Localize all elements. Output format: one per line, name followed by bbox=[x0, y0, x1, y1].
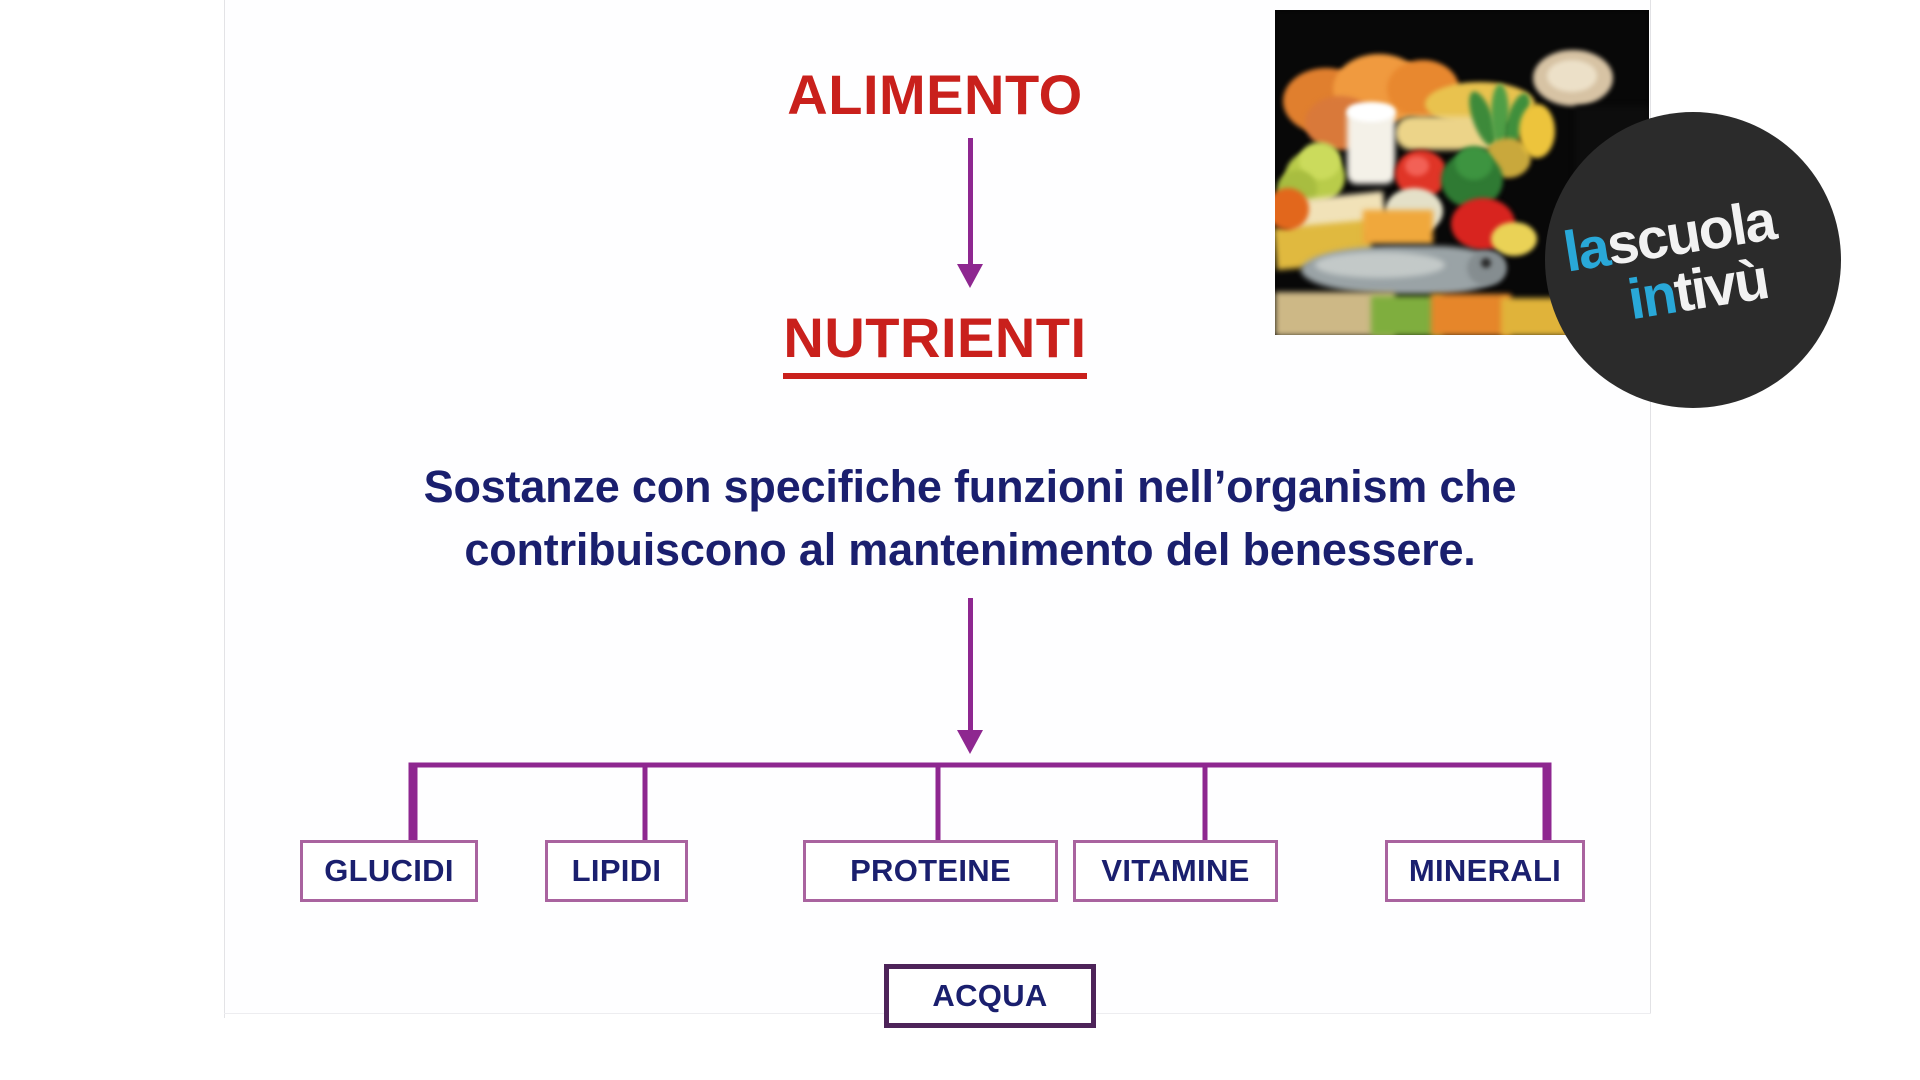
nutrient-box-vitamine: VITAMINE bbox=[1073, 840, 1278, 902]
heading-alimento: ALIMENTO bbox=[0, 62, 1920, 127]
slide-left-edge bbox=[224, 0, 225, 1018]
arrow-head bbox=[957, 264, 983, 288]
nutrient-box-label: LIPIDI bbox=[571, 853, 662, 888]
heading-nutrienti: NUTRIENTI bbox=[0, 305, 1920, 379]
nutrient-box-label: MINERALI bbox=[1408, 853, 1562, 888]
lascuola-intivu-logo: lascuola intivù bbox=[1545, 112, 1841, 408]
definition-line-2: contribuiscono al mantenimento del benes… bbox=[464, 524, 1476, 575]
nutrient-box-glucidi: GLUCIDI bbox=[300, 840, 478, 902]
arrow-down-icon-alimento-to-nutrienti bbox=[938, 138, 1002, 290]
arrow-shaft bbox=[967, 138, 973, 266]
nutrient-box-minerali: MINERALI bbox=[1385, 840, 1585, 902]
nutrienti-definition: Sostanze con specifiche funzioni nell’or… bbox=[330, 455, 1610, 581]
slide-right-edge bbox=[1650, 0, 1651, 1014]
nutrient-box-label: PROTEINE bbox=[850, 853, 1011, 888]
nutrient-box-label: ACQUA bbox=[932, 978, 1048, 1013]
food-photo bbox=[1275, 10, 1649, 335]
nutrient-box-acqua: ACQUA bbox=[884, 964, 1096, 1028]
heading-nutrienti-text: NUTRIENTI bbox=[783, 305, 1087, 379]
arrow-head bbox=[957, 730, 983, 754]
nutrient-box-label: VITAMINE bbox=[1101, 853, 1250, 888]
arrow-down-icon-to-branches bbox=[938, 598, 1002, 758]
nutrient-box-label: GLUCIDI bbox=[324, 853, 454, 888]
arrow-shaft bbox=[967, 598, 973, 732]
nutrient-box-proteine: PROTEINE bbox=[803, 840, 1058, 902]
definition-line-1: Sostanze con specifiche funzioni nell’or… bbox=[423, 461, 1517, 512]
heading-alimento-text: ALIMENTO bbox=[787, 63, 1083, 126]
nutrient-box-lipidi: LIPIDI bbox=[545, 840, 688, 902]
